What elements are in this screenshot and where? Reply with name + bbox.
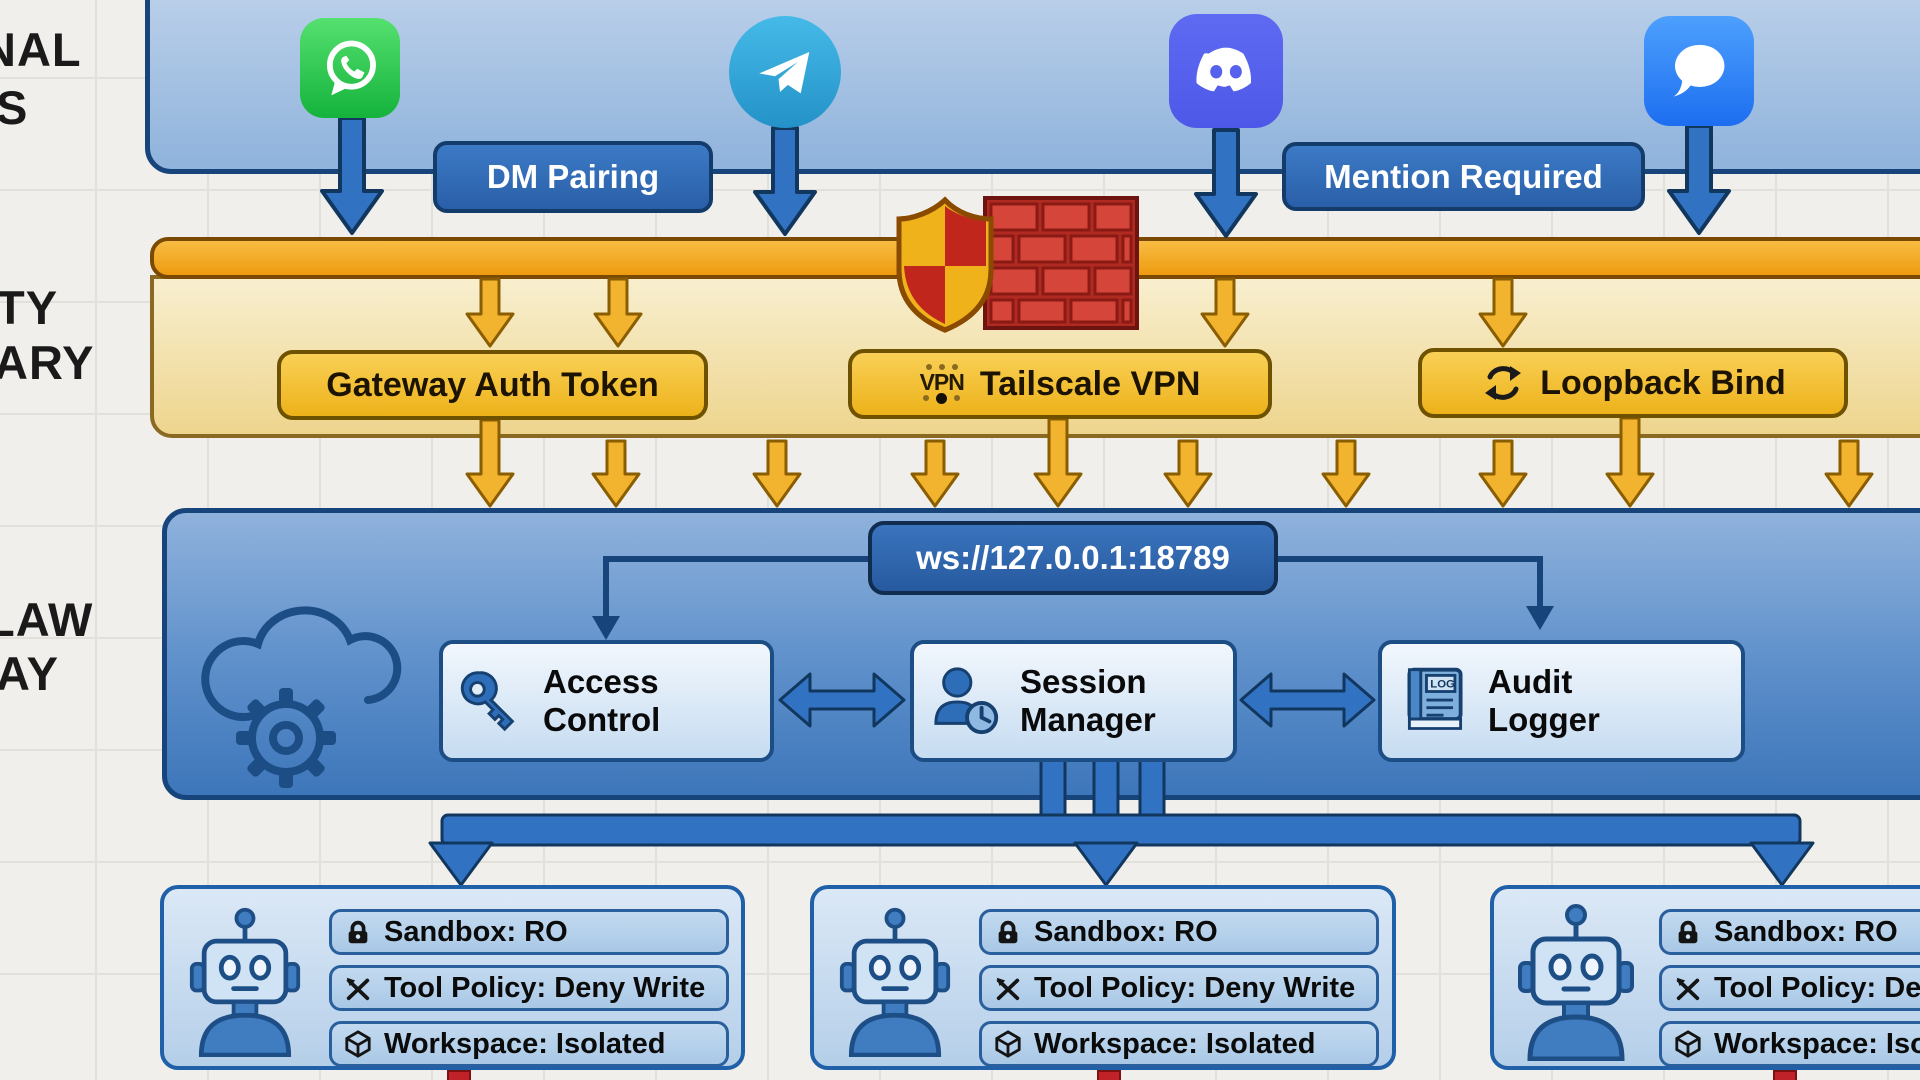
- workspace-pill: Workspace: Isolated: [979, 1021, 1379, 1067]
- tool-policy-pill: Tool Policy: Deny Write: [1659, 965, 1920, 1011]
- margin-label-channels: S: [0, 81, 29, 134]
- gateway-auth-token-label: Gateway Auth Token: [326, 365, 659, 404]
- audit-logger-box: LOG Audit Logger: [1378, 640, 1745, 762]
- tool-policy-pill: Tool Policy: Deny Write: [979, 965, 1379, 1011]
- log-book-icon: LOG: [1407, 667, 1463, 730]
- loopback-bind-label: Loopback Bind: [1540, 363, 1786, 402]
- dm-pairing-label: DM Pairing: [486, 158, 660, 195]
- vpn-badge-icon: VPN: [920, 363, 965, 405]
- tools-icon: [996, 977, 1020, 1001]
- sandbox-pill: Sandbox: RO: [329, 909, 729, 955]
- ws-endpoint-label: ws://127.0.0.1:18789: [916, 539, 1230, 576]
- gateway-auth-token-box: Gateway Auth Token: [277, 350, 708, 420]
- session-manager-box: Session Manager: [910, 640, 1237, 762]
- sandbox-pill: Sandbox: RO: [1659, 909, 1920, 955]
- loop-icon: [1485, 366, 1522, 400]
- lock-icon: [1678, 920, 1698, 944]
- access-control-label: Access Control: [543, 663, 661, 738]
- margin-label-boundary: ARY: [0, 336, 95, 389]
- telegram-icon: [729, 16, 841, 128]
- tailscale-vpn-box: VPN Tailscale VPN: [848, 349, 1272, 419]
- cube-icon: [995, 1030, 1021, 1058]
- mention-required-badge: Mention Required: [1282, 142, 1645, 211]
- loopback-bind-box: Loopback Bind: [1418, 348, 1848, 418]
- lock-icon: [998, 920, 1018, 944]
- tool-policy-pill: Tool Policy: Deny Write: [329, 965, 729, 1011]
- tailscale-vpn-label: Tailscale VPN: [979, 364, 1201, 403]
- margin-label-external: NAL: [0, 23, 82, 76]
- margin-label-security: TY: [0, 281, 59, 334]
- lock-icon: [348, 920, 368, 944]
- agent-card-1: Sandbox: RO Tool Policy: Deny Write Work…: [160, 885, 745, 1070]
- robot-icon: [839, 907, 951, 1057]
- tools-icon: [346, 977, 370, 1001]
- workspace-pill: Workspace: Isolated: [329, 1021, 729, 1067]
- margin-label-gateway: AY: [0, 647, 59, 700]
- robot-icon: [1518, 904, 1634, 1061]
- agent-card-2: Sandbox: RO Tool Policy: Deny Write Work…: [810, 885, 1396, 1070]
- access-control-box: Access Control: [439, 640, 774, 762]
- sandbox-pill: Sandbox: RO: [979, 909, 1379, 955]
- discord-icon: [1169, 14, 1283, 128]
- tools-icon: [1676, 977, 1700, 1001]
- svg-text:LOG: LOG: [1430, 679, 1455, 691]
- cube-icon: [1675, 1030, 1701, 1058]
- agent-card-3: Sandbox: RO Tool Policy: Deny Write Work…: [1490, 885, 1920, 1070]
- mention-required-label: Mention Required: [1324, 157, 1603, 195]
- imessage-icon: [1644, 16, 1754, 126]
- audit-logger-label: Audit Logger: [1488, 663, 1600, 738]
- cube-icon: [345, 1030, 371, 1058]
- robot-icon: [189, 907, 301, 1057]
- margin-label-openclaw: LAW: [0, 593, 94, 646]
- person-clock-icon: [934, 667, 999, 735]
- workspace-pill: Workspace: Isolated: [1659, 1021, 1920, 1067]
- session-manager-label: Session Manager: [1020, 663, 1156, 738]
- dm-pairing-badge: DM Pairing: [433, 141, 713, 213]
- security-boundary-bar: [150, 237, 1920, 279]
- key-icon: [460, 671, 515, 732]
- whatsapp-icon: [300, 18, 400, 118]
- ws-endpoint-badge: ws://127.0.0.1:18789: [868, 521, 1278, 595]
